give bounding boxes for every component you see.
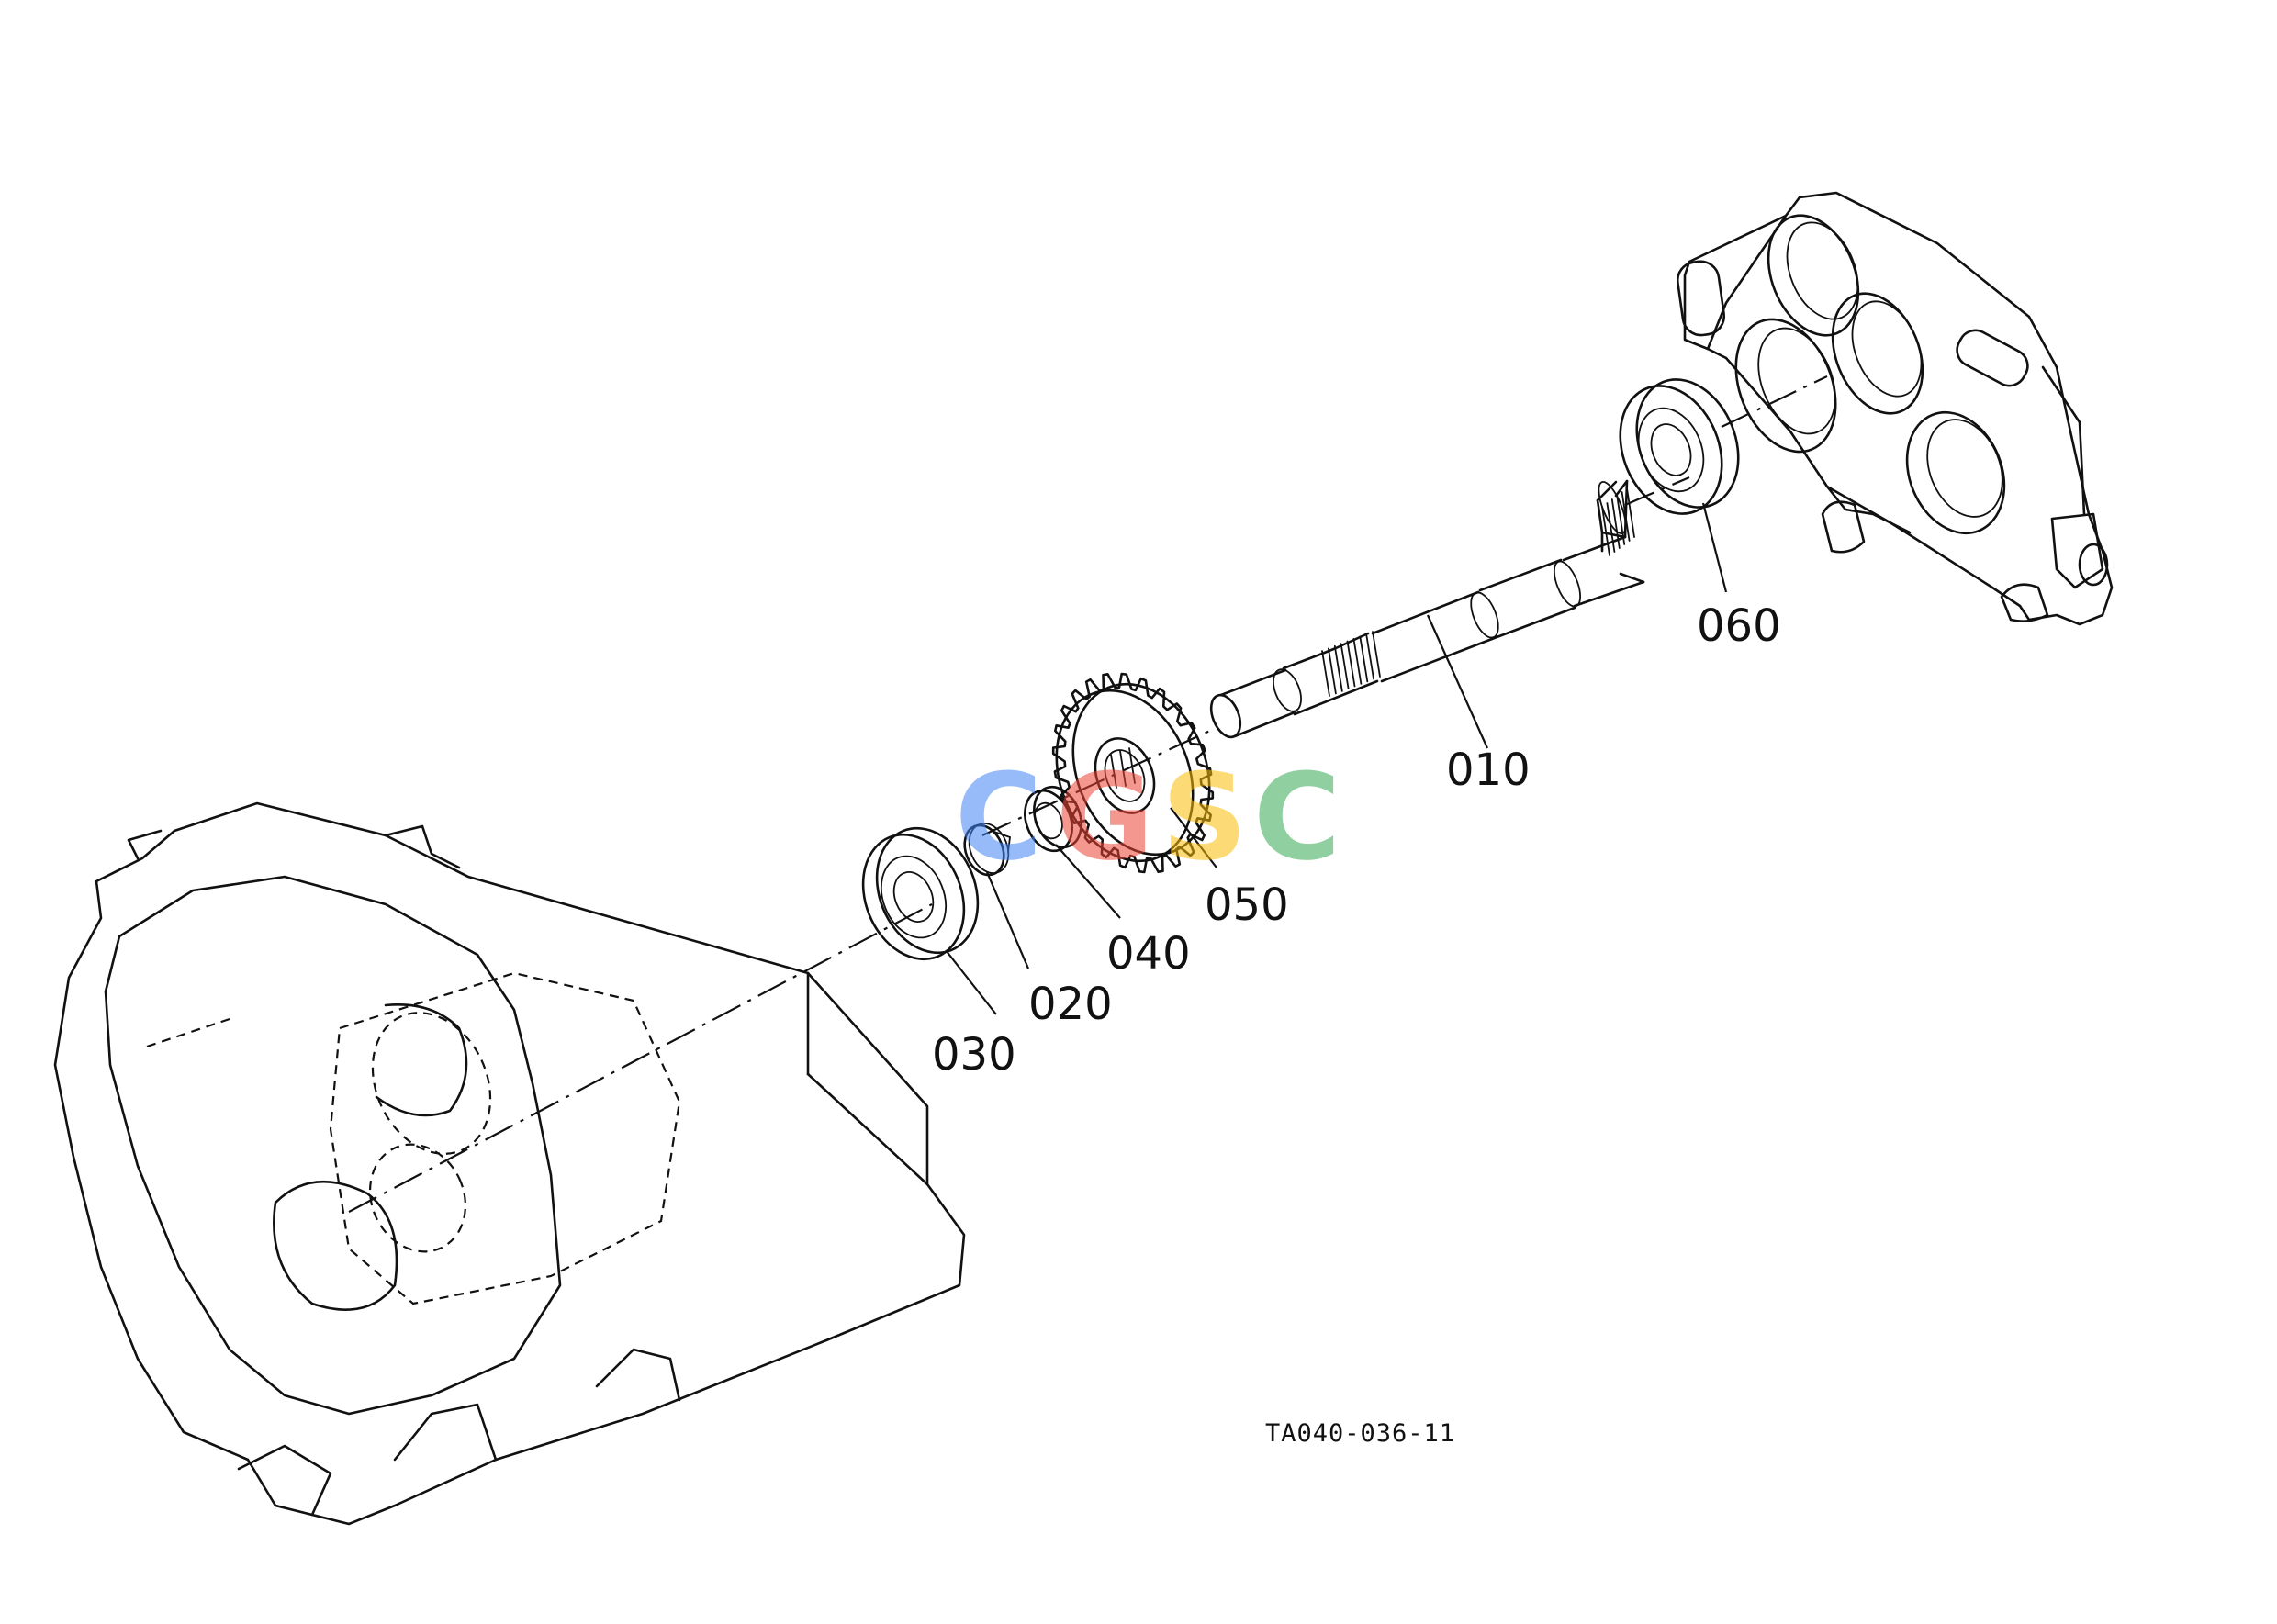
leader-lines <box>945 502 1728 1015</box>
callout-040: 040 <box>1106 928 1191 980</box>
watermark-logo: C G S C <box>955 747 1340 887</box>
callout-020: 020 <box>1028 979 1113 1030</box>
spline-ridge <box>1372 631 1381 678</box>
spline-ridge <box>1352 638 1363 685</box>
spline-ridge <box>1365 633 1374 680</box>
leader-030 <box>945 949 997 1015</box>
spline-ridge <box>1346 640 1356 688</box>
callout-060: 060 <box>1697 600 1781 652</box>
gear-050 <box>1051 672 1215 874</box>
watermark-letter-c1: C <box>955 747 1042 887</box>
leader-060 <box>1701 502 1728 593</box>
spline-ridge <box>1601 506 1610 556</box>
leader-010 <box>1426 614 1489 749</box>
spline-ridge <box>1333 644 1343 692</box>
spline-ridge <box>1610 498 1621 549</box>
watermark-letter-s: S <box>1161 747 1248 887</box>
gear-teeth-outline <box>1051 672 1215 874</box>
leader-020 <box>985 871 1030 969</box>
spline-ridge <box>1328 647 1337 695</box>
leader-040 <box>1055 844 1121 919</box>
spline-ridge <box>1321 650 1330 697</box>
spline-ridge <box>1606 502 1616 553</box>
watermark-letter-c2: C <box>1253 747 1340 887</box>
callout-030: 030 <box>932 1029 1016 1081</box>
spline-ridge <box>1359 635 1369 683</box>
ball-bearing-030 <box>861 826 980 961</box>
spline-ridge <box>1340 643 1350 689</box>
circlip-020 <box>963 823 1011 877</box>
spline-ridge <box>1626 487 1635 538</box>
transmission-case <box>53 801 966 1526</box>
leader-050 <box>1170 807 1217 868</box>
ball-bearing-060 <box>1619 378 1740 515</box>
shaft-010 <box>981 476 1690 836</box>
drawing-number: TA040-036-11 <box>1265 1419 1455 1448</box>
callout-050: 050 <box>1205 879 1289 931</box>
rear-cover-plate <box>1676 191 2114 626</box>
watermark-letter-g: G <box>1056 747 1154 887</box>
callout-010: 010 <box>1446 745 1531 796</box>
callout-labels: 010 020 030 040 050 060 <box>932 600 1781 1081</box>
